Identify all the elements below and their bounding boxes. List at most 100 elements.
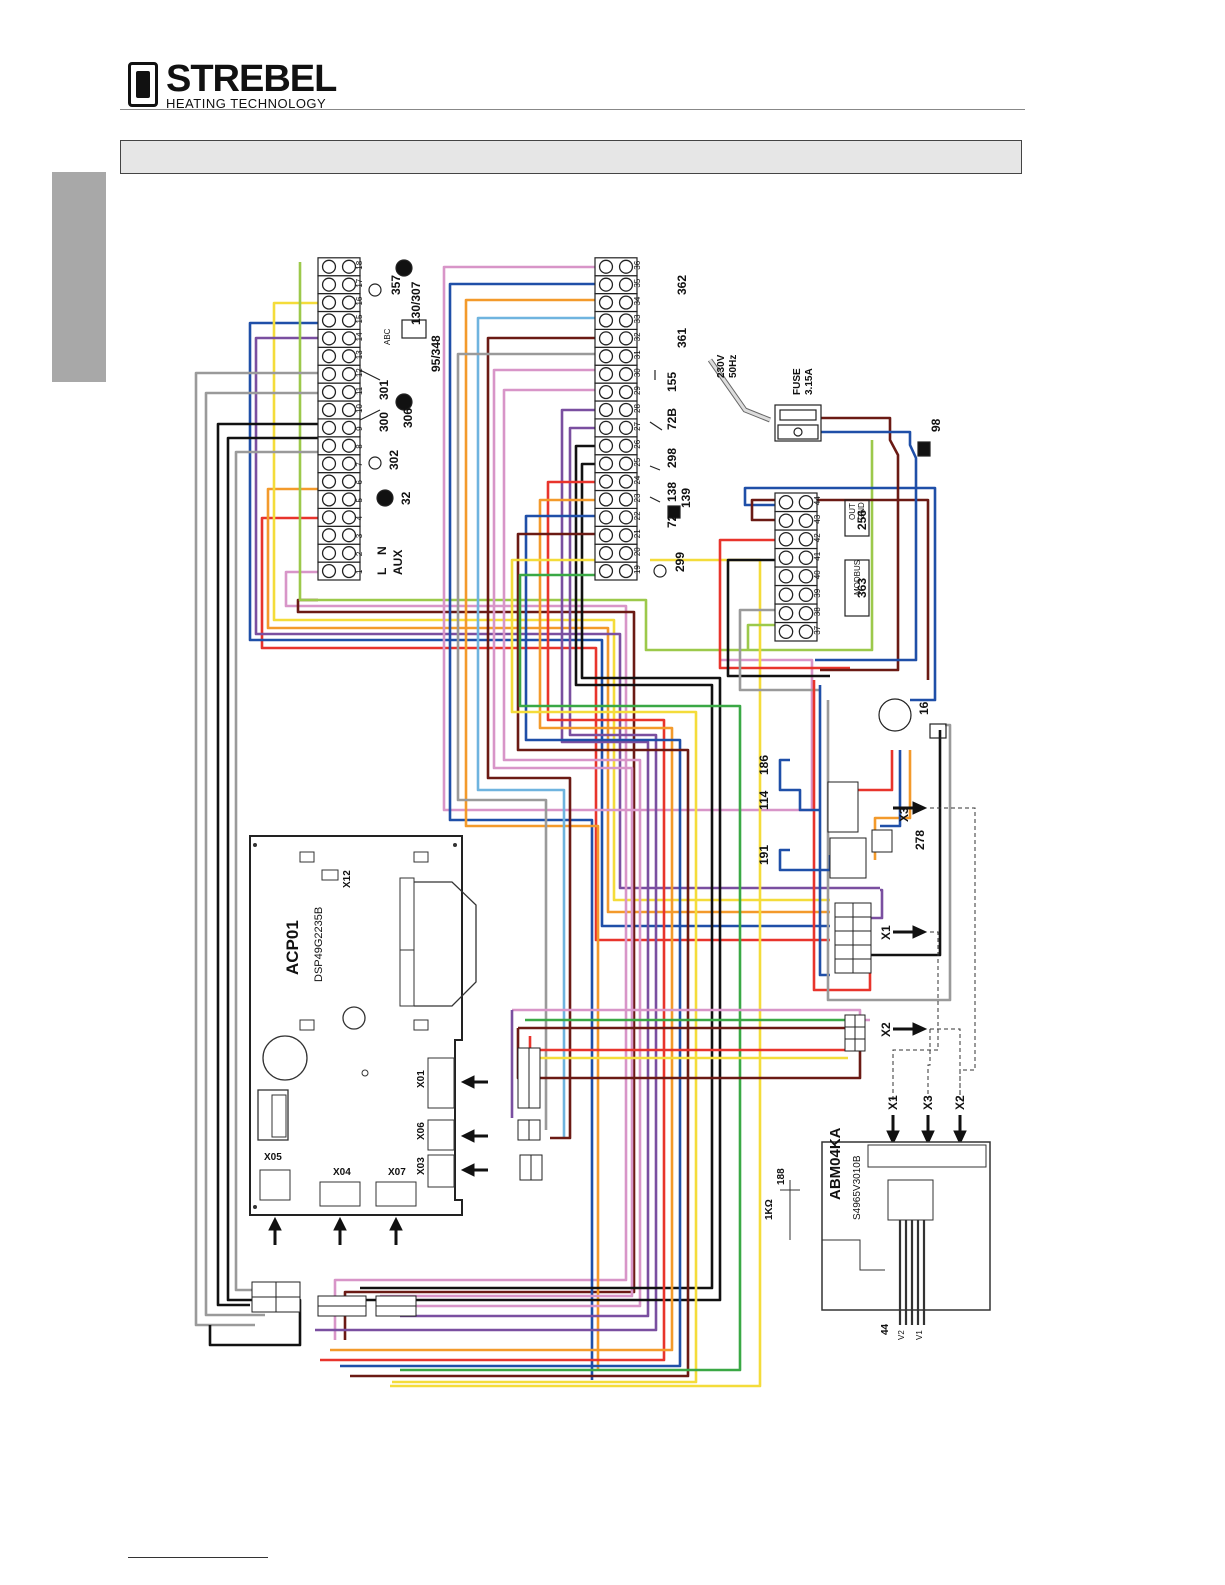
screw-icon: [321, 313, 337, 328]
wire-brown-2: [486, 336, 595, 1140]
screw-icon: [778, 531, 794, 547]
ohm-label: 1KΩ: [764, 1199, 775, 1220]
abm-label: ABM04KA: [827, 1127, 844, 1200]
x12-label: X12: [342, 870, 353, 888]
terminal-left-number: 8: [355, 444, 364, 449]
section-title-bar: [120, 140, 1022, 174]
screw-icon: [598, 420, 614, 435]
n-label: N: [375, 546, 389, 555]
terminal-left-number: 12: [355, 368, 364, 377]
screw-icon: [798, 587, 814, 603]
wire-blue-3: [340, 514, 682, 1368]
terminal-right-number: 39: [813, 588, 822, 597]
c72b-label: 72B: [665, 408, 679, 430]
c186-label: 186: [757, 755, 771, 775]
screw-icon: [798, 531, 814, 547]
fuse-label: FUSE: [792, 368, 803, 395]
wire-brown-mains: [820, 416, 900, 672]
c278-label: 278: [913, 830, 927, 850]
screw-icon: [341, 313, 357, 328]
c300-label: 300: [377, 412, 391, 432]
side-tab: [52, 172, 106, 382]
screw-icon: [321, 546, 337, 561]
screw-icon: [598, 546, 614, 561]
screw-icon: [321, 456, 337, 471]
header-divider: [120, 109, 1025, 110]
screw-icon: [321, 384, 337, 400]
c299-label: 299: [673, 552, 687, 572]
screw-icon: [341, 492, 357, 507]
wire-pink-3: [380, 368, 634, 1298]
screw-icon: [618, 563, 634, 579]
screw-icon: [321, 474, 337, 489]
screw-icon: [618, 367, 634, 382]
fuse-block: [707, 358, 931, 457]
terminal-mid-number: 20: [633, 547, 642, 556]
screw-icon: [618, 546, 634, 561]
abc-label: ABC: [383, 328, 392, 345]
brand-logo: [128, 62, 158, 107]
screw-icon: [778, 513, 794, 529]
wire-pink-4: [390, 388, 642, 1308]
wire-blue-8: [880, 750, 902, 828]
screw-icon: [598, 492, 614, 507]
terminal-left-number: 18: [355, 260, 364, 269]
screw-icon: [341, 331, 357, 346]
arrow-icons: [268, 801, 967, 1245]
terminal-right-number: 38: [813, 607, 822, 616]
terminal-mid-number: 30: [633, 368, 642, 377]
x05-label: X05: [264, 1152, 282, 1163]
wire-purple-4: [870, 888, 884, 920]
wire-yellow-2: [392, 558, 698, 1384]
screw-icon: [341, 474, 357, 489]
terminal-right-number: 43: [813, 514, 822, 523]
fuse-rating-label: 3.15A: [804, 368, 815, 395]
screw-icon: [598, 259, 614, 274]
wire-blue-mains: [815, 430, 918, 662]
wire-orange-1: [266, 487, 830, 914]
c95-label: 95/348: [429, 335, 443, 372]
screw-icon: [341, 402, 357, 418]
screw-icon: [321, 331, 337, 346]
terminal-right-number: 41: [813, 551, 822, 560]
freq-label: 50Hz: [728, 355, 739, 378]
terminal-right-number: 37: [813, 625, 822, 634]
c130-label: 130/307: [409, 281, 423, 325]
screw-icon: [341, 367, 357, 382]
terminal-left-number: 9: [355, 426, 364, 431]
wire-black-4: [360, 444, 714, 1290]
screw-icon: [598, 331, 614, 346]
terminal-right-number: 44: [813, 496, 822, 505]
screw-icon: [341, 349, 357, 364]
wire-grey-1: [194, 371, 318, 1327]
screw-icon: [598, 367, 614, 382]
terminal-mid-number: 21: [633, 529, 642, 538]
x3-label-top: X3: [897, 807, 911, 822]
c188-label: 188: [776, 1168, 787, 1185]
screw-icon: [618, 528, 634, 543]
terminal-mid-number: 22: [633, 511, 642, 520]
wire-orange-3: [330, 498, 674, 1352]
wire-grey-4: [456, 352, 595, 1130]
terminal-left-number: 15: [355, 314, 364, 323]
screw-icon: [618, 259, 634, 274]
screw-icon: [618, 295, 634, 310]
acp01-board: [249, 835, 477, 1216]
c256-label: 256: [855, 510, 869, 530]
screw-icon: [618, 277, 634, 292]
brand-name: STREBEL: [166, 58, 337, 100]
terminal-left-number: 4: [355, 515, 364, 520]
terminal-left-number: 2: [355, 551, 364, 556]
terminal-mid-number: 34: [633, 296, 642, 305]
c139-label: 139: [679, 488, 693, 508]
connector-x01: [517, 1047, 543, 1181]
screw-icon: [341, 384, 357, 400]
c362-label: 362: [675, 275, 689, 295]
terminal-mid-number: 23: [633, 493, 642, 502]
x2-label-top: X2: [879, 1022, 893, 1037]
screw-icon: [341, 420, 357, 435]
x2-label-bottom: X2: [953, 1095, 967, 1110]
